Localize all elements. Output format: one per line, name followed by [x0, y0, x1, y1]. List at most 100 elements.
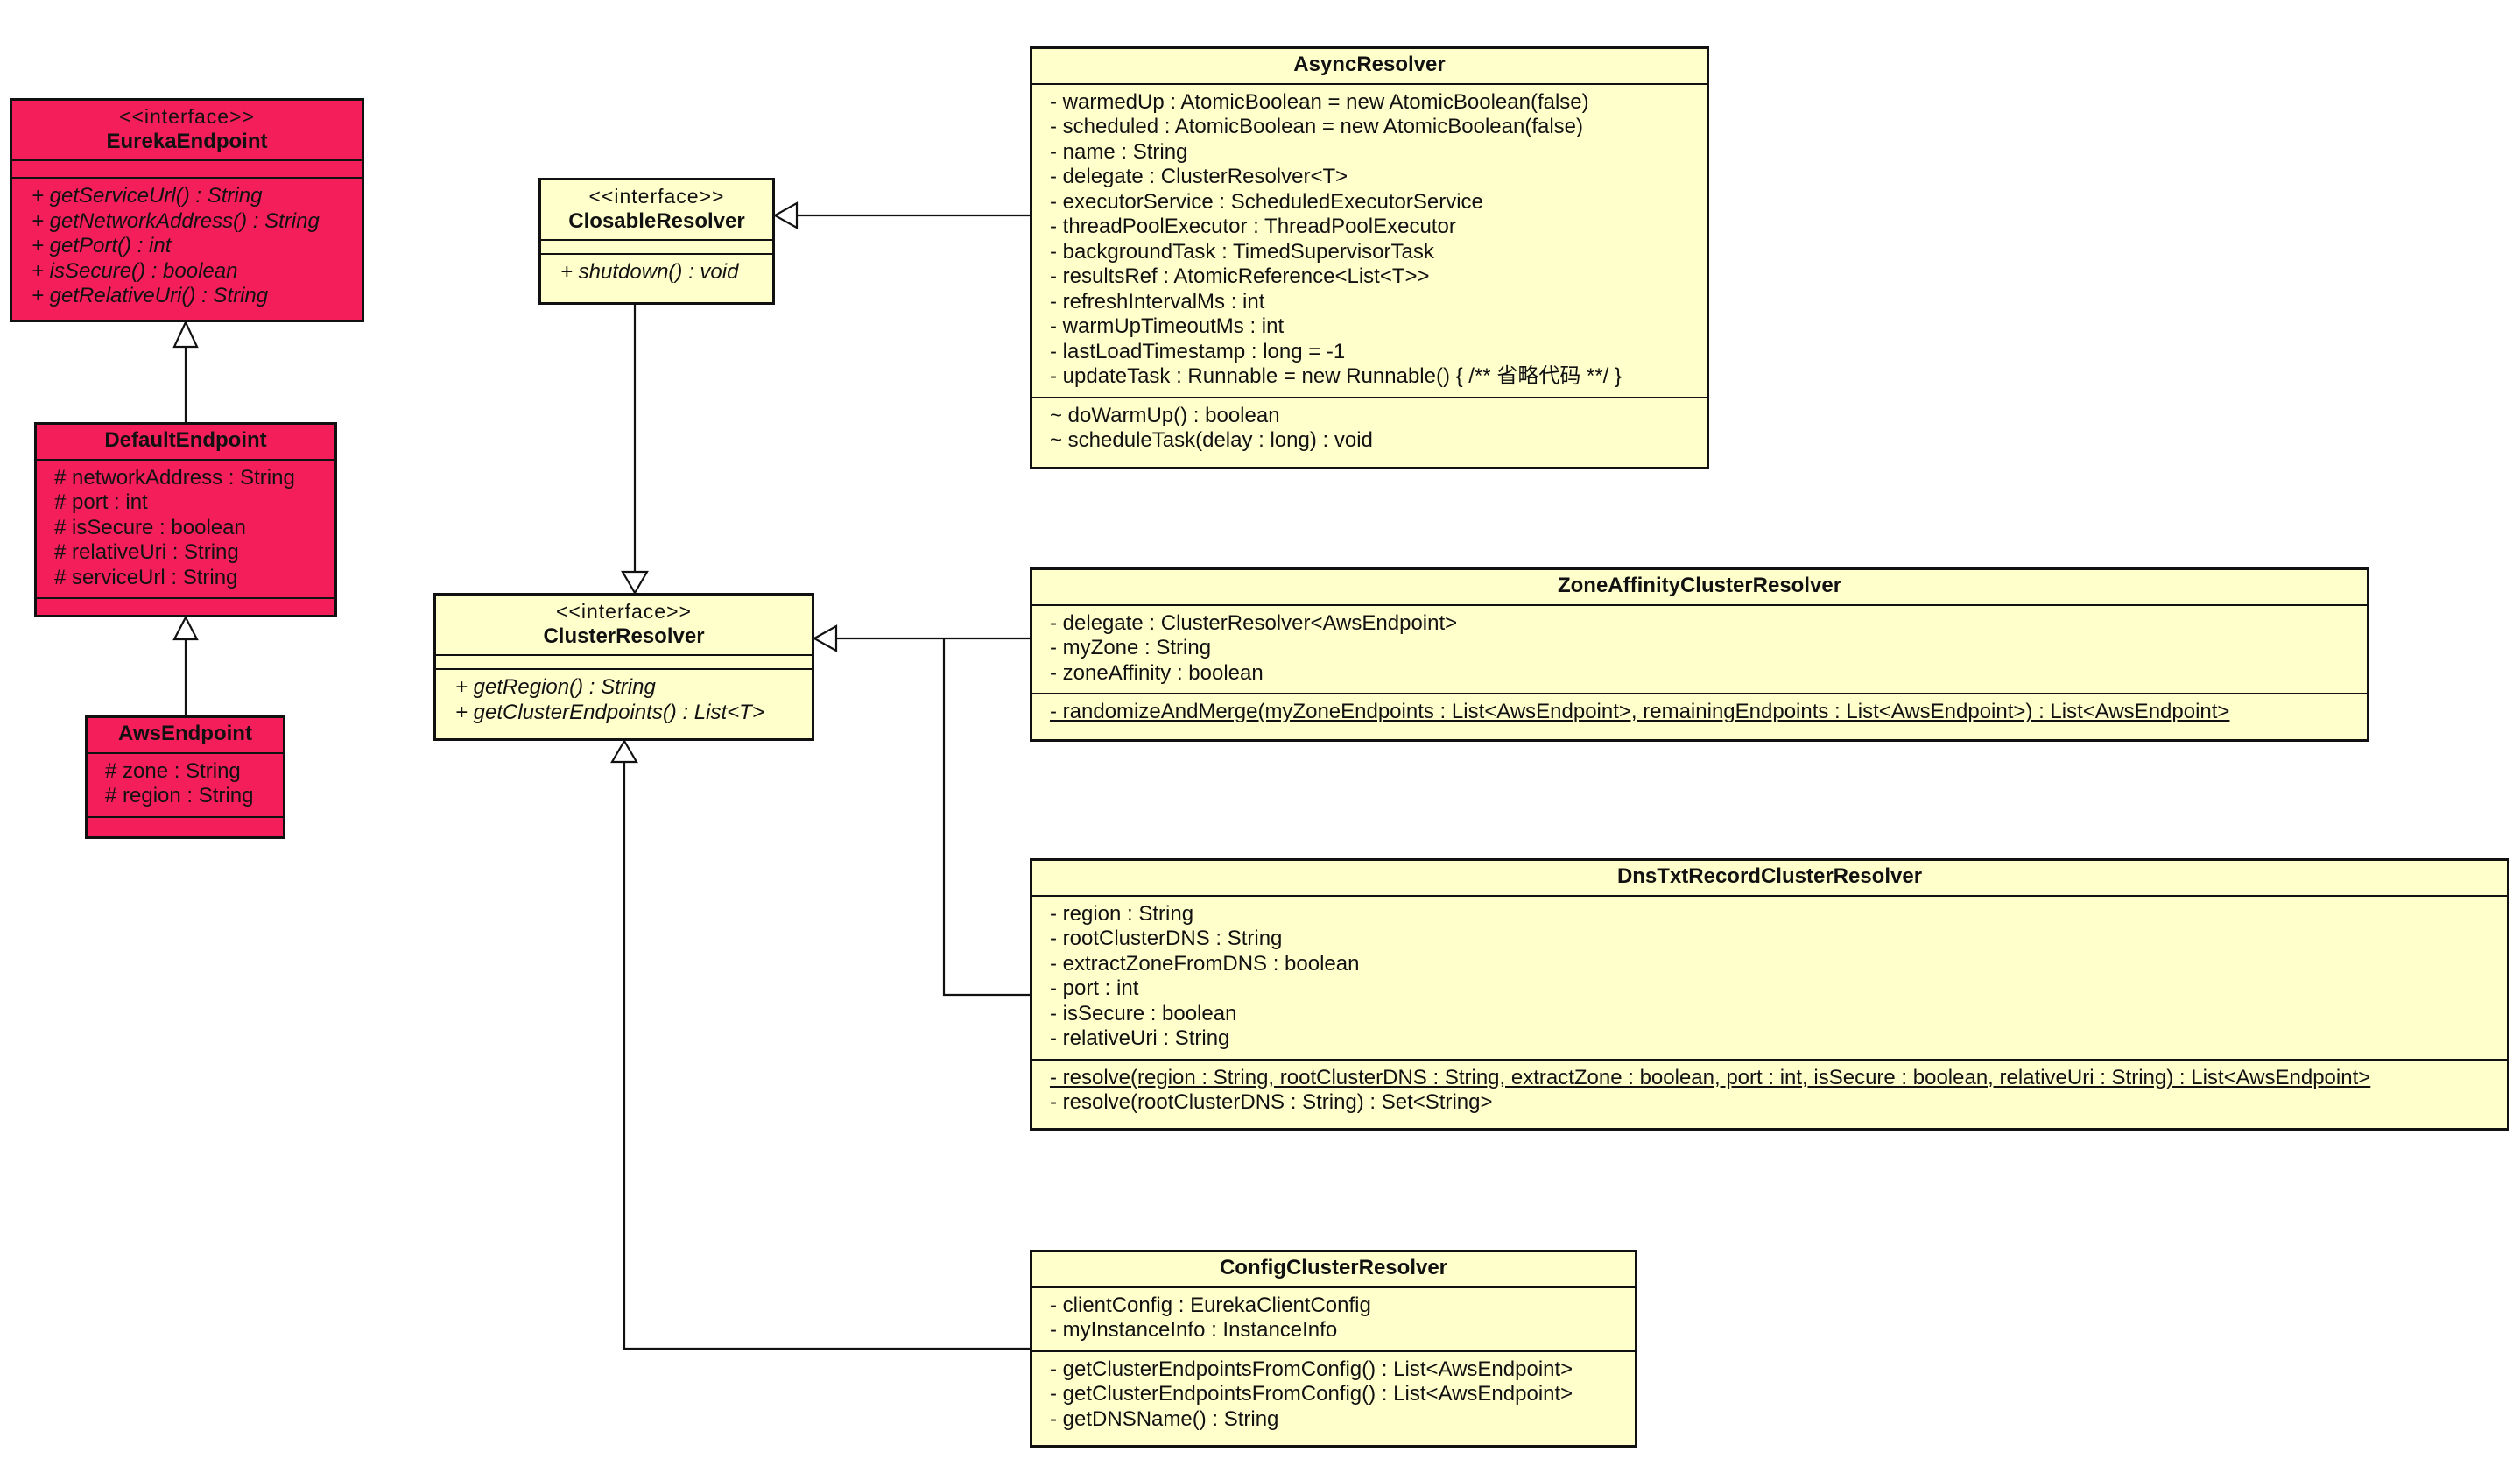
operation: - resolve(rootClusterDNS : String) : Set…	[1050, 1090, 1493, 1114]
attributes-compartment: # networkAddress : String # port : int #…	[37, 461, 334, 598]
attribute: - delegate : ClusterResolver<T>	[1050, 165, 1348, 188]
class-header: DnsTxtRecordClusterResolver	[1032, 861, 2507, 897]
attributes-compartment	[12, 161, 362, 177]
class-name: AwsEndpoint	[118, 722, 252, 745]
stereotype-label: <<interface>>	[556, 600, 692, 623]
operations-compartment: - resolve(region : String, rootClusterDN…	[1032, 1058, 2507, 1123]
class-name: ConfigClusterResolver	[1219, 1256, 1448, 1279]
operation: + getRelativeUri() : String	[32, 284, 269, 307]
class-zoneaffinityclusterresolver[interactable]: ZoneAffinityClusterResolver - delegate :…	[1030, 567, 2369, 742]
attribute: # zone : String	[105, 758, 241, 783]
operation: - getClusterEndpointsFromConfig() : List…	[1050, 1382, 1573, 1406]
class-closableresolver[interactable]: <<interface>> ClosableResolver + shutdow…	[538, 178, 775, 305]
operations-compartment: ~ doWarmUp() : boolean ~ scheduleTask(de…	[1032, 396, 1707, 461]
class-configclusterresolver[interactable]: ConfigClusterResolver - clientConfig : E…	[1030, 1250, 1637, 1448]
class-header: AsyncResolver	[1032, 49, 1707, 85]
attribute: - resultsRef : AtomicReference<List<T>>	[1050, 264, 1430, 288]
operation: - getClusterEndpointsFromConfig() : List…	[1050, 1357, 1573, 1381]
operation: + getRegion() : String	[455, 675, 656, 699]
class-name: ClusterResolver	[543, 624, 705, 648]
attributes-compartment: # zone : String # region : String	[88, 754, 283, 816]
inheritance-arrowhead-eurekaendpoint	[172, 320, 199, 349]
inheritance-arrowhead-defaultendpoint	[172, 615, 199, 641]
class-header: AwsEndpoint	[88, 718, 283, 754]
attribute: - name : String	[1050, 139, 1188, 164]
attributes-compartment	[436, 656, 812, 668]
attribute: - scheduled : AtomicBoolean = new Atomic…	[1050, 115, 1584, 138]
inheritance-arrowhead-closableresolver-from-cluster	[621, 570, 649, 596]
stereotype-label: <<interface>>	[119, 105, 255, 128]
operation: + getServiceUrl() : String	[32, 184, 263, 208]
class-header: DefaultEndpoint	[37, 425, 334, 461]
attribute: # relativeUri : String	[54, 540, 239, 564]
generalization-configclusterresolver-to-clusterresolver	[623, 762, 1030, 1350]
attribute: - myInstanceInfo : InstanceInfo	[1050, 1318, 1338, 1342]
attribute: - warmUpTimeoutMs : int	[1050, 314, 1285, 338]
class-header: <<interface>> EurekaEndpoint	[12, 101, 362, 161]
operation: + shutdown() : void	[560, 260, 739, 284]
generalization-dnstxtrecord-to-clusterresolver	[942, 638, 1030, 997]
attribute: - extractZoneFromDNS : boolean	[1050, 951, 1360, 976]
attribute: - executorService : ScheduledExecutorSer…	[1050, 189, 1483, 214]
attribute: # region : String	[105, 784, 254, 807]
operation: + getNetworkAddress() : String	[32, 208, 320, 233]
attribute: # serviceUrl : String	[54, 565, 238, 589]
operation: - resolve(region : String, rootClusterDN…	[1050, 1065, 2371, 1089]
attribute: - threadPoolExecutor : ThreadPoolExecuto…	[1050, 215, 1456, 238]
attribute: - relativeUri : String	[1050, 1026, 1230, 1050]
operations-compartment: + getRegion() : String + getClusterEndpo…	[436, 668, 812, 732]
attribute: - refreshIntervalMs : int	[1050, 289, 1265, 314]
operations-compartment: - randomizeAndMerge(myZoneEndpoints : Li…	[1032, 693, 2367, 732]
attributes-compartment: - warmedUp : AtomicBoolean = new AtomicB…	[1032, 85, 1707, 397]
attribute: - isSecure : boolean	[1050, 1001, 1237, 1026]
attribute: - port : int	[1050, 976, 1139, 1000]
stereotype-label: <<interface>>	[588, 185, 725, 208]
operation: + getClusterEndpoints() : List<T>	[455, 700, 764, 724]
attribute: # isSecure : boolean	[54, 515, 246, 539]
class-name: ClosableResolver	[568, 208, 745, 233]
class-name: DnsTxtRecordClusterResolver	[1616, 864, 1923, 888]
class-header: ConfigClusterResolver	[1032, 1252, 1635, 1288]
attribute: - backgroundTask : TimedSupervisorTask	[1050, 239, 1434, 264]
operations-compartment	[37, 597, 334, 615]
attribute: - region : String	[1050, 901, 1194, 926]
inheritance-arrowhead-clusterresolver-from-right	[812, 624, 838, 652]
operation: - randomizeAndMerge(myZoneEndpoints : Li…	[1050, 700, 2230, 723]
class-awsendpoint[interactable]: AwsEndpoint # zone : String # region : S…	[85, 715, 285, 839]
operation: + isSecure() : boolean	[32, 258, 238, 283]
operation: - getDNSName() : String	[1050, 1406, 1279, 1431]
attribute: - delegate : ClusterResolver<AwsEndpoint…	[1050, 610, 1458, 635]
class-header: <<interface>> ClosableResolver	[541, 180, 772, 241]
class-header: <<interface>> ClusterResolver	[436, 596, 812, 656]
attribute: - myZone : String	[1050, 636, 1212, 659]
attributes-compartment	[541, 241, 772, 253]
inheritance-arrowhead-clusterresolver-from-config	[610, 738, 638, 764]
class-defaultendpoint[interactable]: DefaultEndpoint # networkAddress : Strin…	[34, 422, 337, 617]
attributes-compartment: - clientConfig : EurekaClientConfig - my…	[1032, 1288, 1635, 1350]
operations-compartment: + shutdown() : void	[541, 253, 772, 293]
attribute: # networkAddress : String	[54, 465, 295, 490]
class-clusterresolver[interactable]: <<interface>> ClusterResolver + getRegio…	[433, 593, 814, 741]
class-asyncresolver[interactable]: AsyncResolver - warmedUp : AtomicBoolean…	[1030, 46, 1709, 469]
attribute: - zoneAffinity : boolean	[1050, 660, 1264, 685]
operations-compartment: - getClusterEndpointsFromConfig() : List…	[1032, 1350, 1635, 1440]
attribute: - updateTask : Runnable = new Runnable()…	[1050, 364, 1623, 388]
class-header: ZoneAffinityClusterResolver	[1032, 570, 2367, 606]
inheritance-arrowhead-closableresolver-from-async	[772, 201, 799, 229]
attribute: - rootClusterDNS : String	[1050, 927, 1283, 950]
attribute: # port : int	[54, 490, 148, 514]
class-name: AsyncResolver	[1293, 53, 1446, 76]
class-name: DefaultEndpoint	[104, 428, 267, 452]
attributes-compartment: - delegate : ClusterResolver<AwsEndpoint…	[1032, 606, 2367, 694]
attributes-compartment: - region : String - rootClusterDNS : Str…	[1032, 897, 2507, 1059]
attribute: - lastLoadTimestamp : long = -1	[1050, 339, 1346, 363]
operations-compartment	[88, 815, 283, 834]
class-eurekaendpoint[interactable]: <<interface>> EurekaEndpoint + getServic…	[10, 98, 364, 322]
class-dnstxtrecordclusterresolver[interactable]: DnsTxtRecordClusterResolver - region : S…	[1030, 858, 2509, 1131]
operations-compartment: + getServiceUrl() : String + getNetworkA…	[12, 177, 362, 316]
attribute: - warmedUp : AtomicBoolean = new AtomicB…	[1050, 89, 1589, 114]
class-name: EurekaEndpoint	[106, 129, 268, 153]
operation: ~ scheduleTask(delay : long) : void	[1050, 428, 1373, 452]
attribute: - clientConfig : EurekaClientConfig	[1050, 1293, 1371, 1317]
